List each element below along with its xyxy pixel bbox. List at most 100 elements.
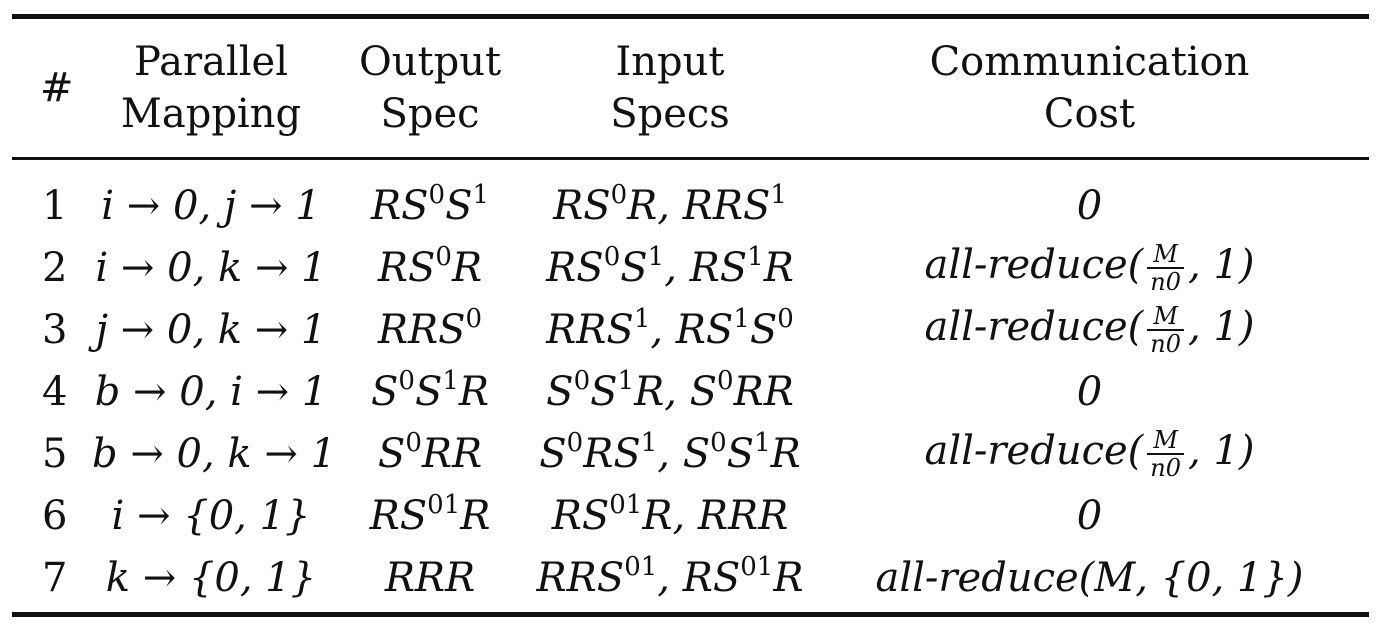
mesh-axis-superscript: 0 bbox=[435, 242, 452, 272]
row-index: 1 bbox=[42, 183, 68, 229]
mesh-axis-superscript: 1 bbox=[640, 428, 658, 458]
row-input-specs: RS01R, RRR bbox=[530, 485, 810, 547]
cost-args: , 1) bbox=[1188, 242, 1255, 288]
mesh-axis-superscript: 1 bbox=[754, 428, 771, 458]
cost-op: all-reduce( bbox=[924, 242, 1144, 288]
header-mapping-line-1: Parallel bbox=[134, 39, 288, 85]
spec-text: , RS bbox=[650, 307, 734, 353]
header-cost-line-1: Communication bbox=[929, 39, 1250, 85]
row-output-spec: RS0R bbox=[330, 237, 530, 299]
row-parallel-mapping: i → {0, 1} bbox=[111, 493, 311, 539]
row-output-spec: RRR bbox=[330, 547, 530, 609]
spec-text: S bbox=[370, 369, 399, 415]
mesh-axis-superscript: 0 bbox=[405, 428, 422, 458]
spec-text: S bbox=[539, 431, 567, 477]
mesh-axis-superscript: 01 bbox=[624, 552, 658, 582]
mesh-axis-superscript: 1 bbox=[747, 242, 764, 272]
row-output-spec: RS01R bbox=[330, 485, 530, 547]
spec-text: RS bbox=[551, 493, 610, 539]
mesh-axis-superscript: 0 bbox=[610, 180, 628, 210]
row-index: 7 bbox=[42, 555, 68, 601]
spec-text: S bbox=[445, 183, 473, 229]
header-rule bbox=[12, 157, 1369, 160]
row-output-spec: S0S1R bbox=[330, 361, 530, 423]
row-input-specs: S0S1R, S0RR bbox=[530, 361, 810, 423]
spec-text: R bbox=[451, 245, 483, 291]
spec-text: R bbox=[773, 555, 804, 601]
row-input-specs: RRS01, RS01R bbox=[530, 547, 810, 609]
fraction-denominator: n0 bbox=[1150, 330, 1182, 358]
cost-op: all-reduce( bbox=[924, 304, 1144, 350]
row-index: 3 bbox=[42, 307, 68, 353]
spec-text: S bbox=[726, 431, 755, 477]
spec-text: RRS bbox=[377, 307, 466, 353]
row-output-spec: RS0S1 bbox=[330, 157, 530, 237]
spec-text: R, S bbox=[634, 369, 718, 415]
mesh-axis-superscript: 1 bbox=[442, 366, 459, 396]
header-output-spec: Output Spec bbox=[330, 19, 530, 157]
spec-text: RS bbox=[370, 183, 429, 229]
mesh-axis-superscript: 1 bbox=[770, 180, 787, 210]
row-communication-cost: 0 bbox=[1076, 493, 1103, 539]
spec-text: S bbox=[546, 369, 574, 415]
spec-text: RR bbox=[421, 431, 483, 477]
row-index: 5 bbox=[42, 431, 68, 477]
spec-text: R bbox=[763, 245, 794, 291]
fraction-numerator: M bbox=[1147, 427, 1185, 455]
fraction-numerator: M bbox=[1147, 303, 1185, 331]
spec-text: RS bbox=[583, 431, 641, 477]
spec-text: S bbox=[620, 245, 648, 291]
cost-args: , 1) bbox=[1188, 428, 1255, 474]
header-input-line-2: Specs bbox=[610, 91, 730, 137]
spec-text: R, RRR bbox=[642, 493, 789, 539]
row-input-specs: RS0S1, RS1R bbox=[530, 237, 810, 299]
mesh-axis-superscript: 1 bbox=[617, 366, 635, 396]
mesh-axis-superscript: 01 bbox=[427, 490, 461, 520]
mesh-axis-superscript: 0 bbox=[573, 366, 591, 396]
header-communication-cost: Communication Cost bbox=[810, 19, 1369, 157]
header-input-specs: Input Specs bbox=[530, 19, 810, 157]
spec-text: , RS bbox=[657, 555, 741, 601]
header-row: # Parallel Mapping Output Spec Input Spe… bbox=[12, 19, 1369, 157]
header-parallel-mapping: Parallel Mapping bbox=[92, 19, 330, 157]
row-parallel-mapping: b → 0, k → 1 bbox=[92, 431, 337, 477]
row-parallel-mapping: k → {0, 1} bbox=[105, 555, 317, 601]
mesh-axis-superscript: 0 bbox=[710, 428, 727, 458]
fraction-denominator: n0 bbox=[1150, 268, 1182, 296]
spec-text: RRR bbox=[384, 555, 476, 601]
row-parallel-mapping: i → 0, k → 1 bbox=[95, 245, 327, 291]
spec-text: R, RRS bbox=[627, 183, 771, 229]
mesh-axis-superscript: 0 bbox=[717, 366, 734, 396]
header-input-line-1: Input bbox=[615, 39, 725, 85]
mesh-axis-superscript: 0 bbox=[777, 304, 794, 334]
row-input-specs: RRS1, RS1S0 bbox=[530, 299, 810, 361]
mesh-axis-superscript: 1 bbox=[733, 304, 750, 334]
row-index: 2 bbox=[42, 245, 68, 291]
cost-op: all-reduce( bbox=[924, 428, 1144, 474]
header-output-line-1: Output bbox=[358, 39, 502, 85]
fraction-numerator: M bbox=[1147, 241, 1185, 269]
row-communication-cost: 0 bbox=[1076, 183, 1103, 229]
spec-text: , RS bbox=[664, 245, 748, 291]
spec-text: R bbox=[458, 369, 490, 415]
mesh-axis-superscript: 01 bbox=[609, 490, 643, 520]
row-parallel-mapping: b → 0, i → 1 bbox=[94, 369, 328, 415]
spec-text: RRS bbox=[546, 307, 634, 353]
mesh-axis-superscript: 0 bbox=[603, 242, 621, 272]
sharding-spec-table: # Parallel Mapping Output Spec Input Spe… bbox=[12, 19, 1369, 609]
mesh-axis-superscript: 0 bbox=[465, 304, 483, 334]
fraction-denominator: n0 bbox=[1150, 454, 1182, 482]
row-output-spec: S0RR bbox=[330, 423, 530, 485]
spec-text: S bbox=[377, 431, 406, 477]
